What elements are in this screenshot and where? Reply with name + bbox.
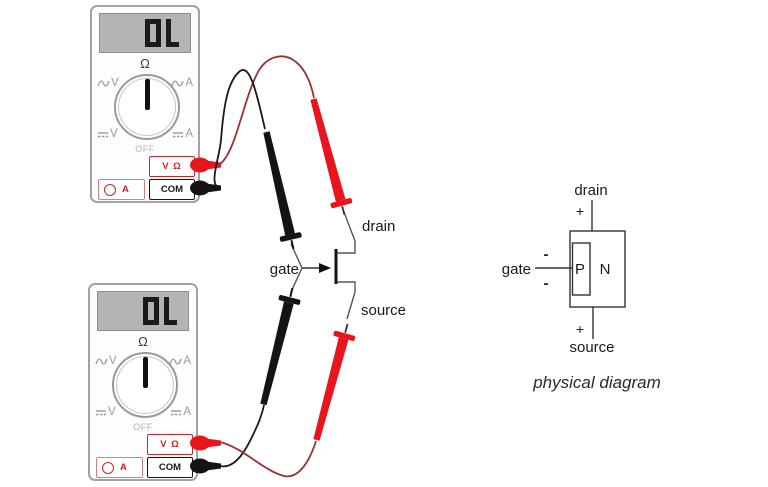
pd-p-label: P	[575, 261, 585, 278]
gate-wire	[290, 243, 303, 293]
pd-gate-polarity-top: -	[544, 246, 549, 263]
display-digit	[143, 297, 159, 325]
dc-volts-label: V	[95, 406, 116, 418]
rotary-dial-knob	[112, 352, 178, 418]
volts-ohms-jack: V Ω	[149, 156, 195, 177]
display-digit	[166, 19, 179, 47]
display-digit	[145, 19, 161, 47]
black-probe-bottom	[260, 287, 301, 406]
dial-needle	[142, 357, 148, 388]
volts-ohms-jack: V Ω	[147, 434, 193, 455]
pd-drain-polarity: +	[576, 203, 584, 219]
sine-wave-icon	[97, 80, 110, 86]
red-probe-bottom	[313, 323, 356, 441]
black-probe-top	[263, 131, 302, 250]
dc-amps-label: A	[170, 406, 191, 418]
amps-jack: A	[98, 179, 145, 200]
direct-current-icon	[171, 409, 182, 415]
black-test-lead-wire-bottom	[219, 404, 265, 468]
pd-source-polarity: +	[576, 321, 584, 337]
pd-gate-label: gate	[502, 261, 531, 278]
common-jack: COM	[149, 179, 195, 200]
red-test-lead-wire-top	[219, 55, 315, 165]
lcd-display	[97, 291, 189, 331]
jack-hole-icon	[104, 183, 116, 196]
direct-current-icon	[96, 409, 106, 415]
dc-amps-label: A	[172, 128, 193, 140]
pd-gate-polarity-bottom: -	[544, 275, 549, 292]
pd-drain-label: drain	[574, 182, 607, 199]
sine-wave-icon	[171, 80, 184, 86]
direct-current-icon	[173, 131, 184, 137]
multimeter-bottom: Ω V A V A OFF V Ω COM	[88, 283, 198, 481]
pd-p-region-box	[571, 242, 591, 296]
off-label: OFF	[135, 144, 155, 154]
ac-volts-label: V	[95, 355, 117, 367]
rotary-dial-knob	[114, 74, 180, 140]
dc-volts-label: V	[97, 128, 118, 140]
pd-n-label: N	[600, 261, 611, 278]
source-lead	[337, 281, 356, 320]
ac-amps-label: A	[169, 355, 191, 367]
pd-source-label: source	[569, 339, 614, 356]
gate-label: gate	[270, 261, 299, 278]
sine-wave-icon	[95, 358, 108, 364]
red-test-lead-wire-bottom	[219, 440, 317, 478]
ohms-dial-label: Ω	[138, 334, 148, 349]
multimeter-top: Ω V A V A OFF V Ω COM	[90, 5, 200, 203]
drain-lead	[337, 211, 356, 254]
pd-caption: physical diagram	[532, 373, 661, 392]
sine-wave-icon	[169, 358, 182, 364]
off-label: OFF	[133, 422, 153, 432]
direct-current-icon	[98, 131, 108, 137]
ac-amps-label: A	[171, 77, 193, 89]
pd-n-body	[569, 230, 626, 308]
black-test-lead-wire-top	[213, 68, 266, 189]
display-digit	[164, 297, 177, 325]
jack-hole-icon	[102, 461, 114, 474]
dial-needle	[144, 79, 150, 110]
gate-arrow-icon	[319, 263, 331, 273]
amps-jack: A	[96, 457, 143, 478]
jfet-symbol	[290, 211, 356, 320]
drain-label: drain	[362, 218, 395, 235]
ohms-dial-label: Ω	[140, 56, 150, 71]
physical-diagram: drain + P N gate - - + source physical d…	[502, 182, 661, 392]
ac-volts-label: V	[97, 77, 119, 89]
source-label: source	[361, 302, 406, 319]
red-probe-top	[310, 98, 353, 216]
lcd-display	[99, 13, 191, 53]
common-jack: COM	[147, 457, 193, 478]
